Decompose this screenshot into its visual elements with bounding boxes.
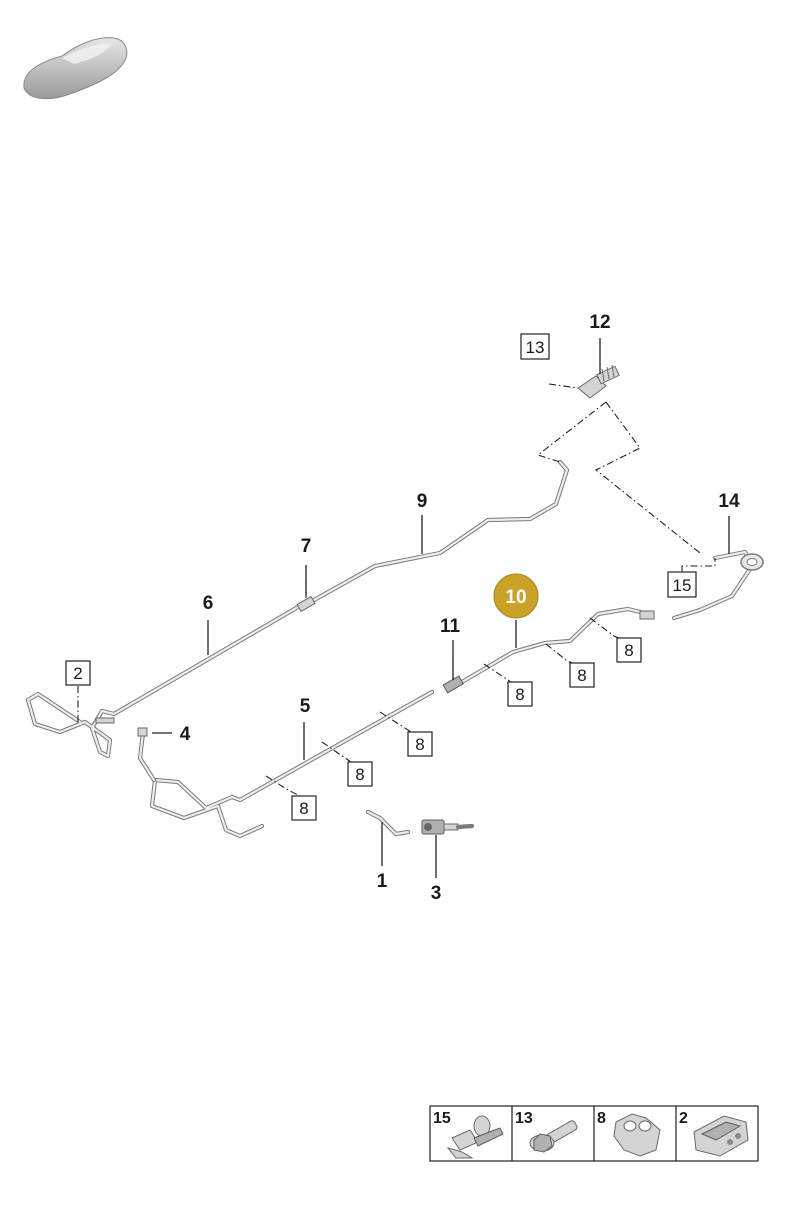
legend-label-15: 15 xyxy=(433,1110,451,1127)
pipe-connector-7[interactable] xyxy=(296,595,316,613)
boxed-callout-8[interactable]: 8 xyxy=(616,637,642,663)
leader-lines xyxy=(152,338,730,878)
callout-12[interactable]: 12 xyxy=(589,312,610,333)
legend-cell-2[interactable]: 2 xyxy=(679,1110,749,1157)
boxed-callout-15[interactable]: 15 xyxy=(667,571,697,598)
callout-9[interactable]: 9 xyxy=(417,491,428,512)
boxed-label-15: 15 xyxy=(673,576,692,595)
boxed-callout-8[interactable]: 8 xyxy=(347,761,373,787)
legend-cell-13[interactable]: 13 xyxy=(515,1110,578,1153)
sensor-3[interactable] xyxy=(421,819,475,835)
callout-1[interactable]: 1 xyxy=(377,871,388,892)
clip-icon xyxy=(446,1115,504,1159)
pipe-connector-11[interactable] xyxy=(442,675,464,694)
callout-7[interactable]: 7 xyxy=(301,536,312,557)
brake-line-10[interactable] xyxy=(459,606,651,685)
boxed-callout-8[interactable]: 8 xyxy=(407,731,433,757)
callout-5[interactable]: 5 xyxy=(300,696,311,717)
boxed-label-2: 2 xyxy=(73,664,82,683)
legend-label-2: 2 xyxy=(679,1110,688,1127)
boxed-label-8: 8 xyxy=(355,765,364,784)
boxed-label-8: 8 xyxy=(299,799,308,818)
boxed-label-13: 13 xyxy=(526,338,545,357)
highlight-callout-10[interactable]: 10 xyxy=(493,573,539,619)
callout-11[interactable]: 11 xyxy=(440,616,461,637)
brake-hose-1[interactable] xyxy=(365,809,411,837)
boxed-label-8: 8 xyxy=(515,685,524,704)
callout-14[interactable]: 14 xyxy=(718,491,740,512)
boxed-callout-13[interactable]: 13 xyxy=(520,333,550,360)
pipe-clip-icon xyxy=(613,1113,661,1157)
callout-4[interactable]: 4 xyxy=(180,724,191,745)
legend-cell-15[interactable]: 15 xyxy=(433,1110,504,1159)
boxed-label-8: 8 xyxy=(577,666,586,685)
bolt-icon xyxy=(529,1120,578,1153)
boxed-label-8: 8 xyxy=(624,641,633,660)
brake-line-4[interactable] xyxy=(137,727,157,783)
callout-6[interactable]: 6 xyxy=(203,593,214,614)
brake-line-5[interactable] xyxy=(149,689,435,839)
reference-lines xyxy=(77,383,716,799)
highlight-label: 10 xyxy=(505,587,526,608)
pipe-end-fitting xyxy=(639,610,655,620)
bleeder-valve-12[interactable] xyxy=(577,364,620,399)
legend-cell-8[interactable]: 8 xyxy=(597,1110,661,1157)
callout-3[interactable]: 3 xyxy=(431,883,442,904)
legend-label-13: 13 xyxy=(515,1110,533,1127)
fastener-legend: 15 13 8 2 xyxy=(429,1105,759,1162)
boxed-callout-8[interactable]: 8 xyxy=(569,662,595,688)
boxed-callout-8[interactable]: 8 xyxy=(507,681,533,707)
brake-line-6[interactable] xyxy=(25,604,301,759)
fitting-small xyxy=(95,717,115,724)
legend-label-8: 8 xyxy=(597,1110,606,1127)
boxed-callout-2[interactable]: 2 xyxy=(65,660,91,686)
boxed-label-8: 8 xyxy=(415,735,424,754)
brake-line-9[interactable] xyxy=(302,459,570,608)
bracket-icon xyxy=(693,1115,749,1157)
vehicle-thumbnail-icon xyxy=(23,37,128,99)
boxed-callout-8[interactable]: 8 xyxy=(291,795,317,821)
brake-line-14[interactable] xyxy=(671,549,764,621)
